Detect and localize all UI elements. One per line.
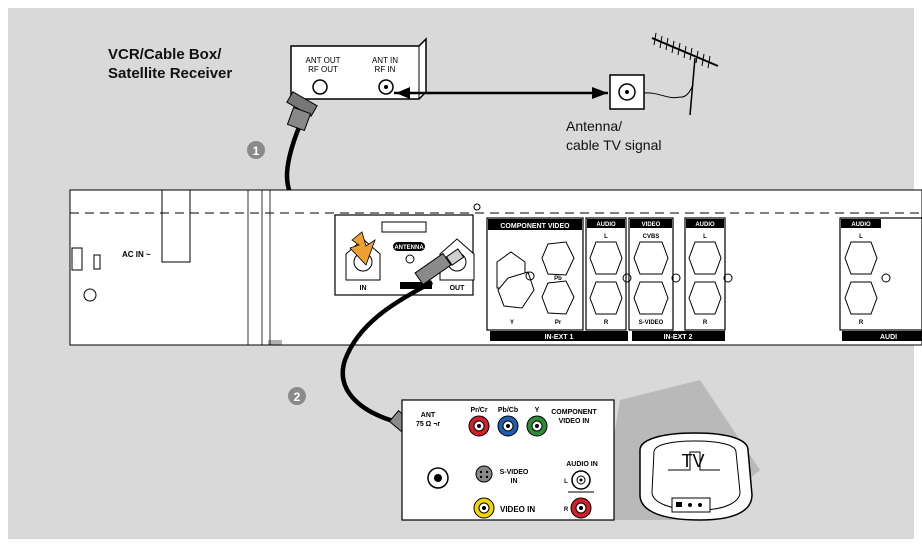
svg-text:Pr/Cr: Pr/Cr bbox=[470, 407, 487, 414]
antenna-signal-line bbox=[394, 87, 608, 99]
svg-text:VIDEO: VIDEO bbox=[642, 222, 661, 228]
antenna-out-label: OUT bbox=[450, 285, 466, 292]
comp-pb-label: Pb bbox=[554, 276, 562, 282]
ant-in-label: ANT IN bbox=[372, 56, 398, 65]
svg-text:Pb/Cb: Pb/Cb bbox=[498, 407, 518, 414]
svg-text:L: L bbox=[604, 234, 608, 240]
source-device: ANT OUT RF OUT ANT IN RF IN bbox=[290, 37, 427, 100]
source-device-title: VCR/Cable Box/ Satellite Receiver bbox=[108, 46, 233, 82]
roof-antenna-icon bbox=[651, 32, 719, 116]
svg-text:S-VIDEO: S-VIDEO bbox=[500, 469, 529, 476]
antenna-label: Antenna/ cable TV signal bbox=[566, 118, 662, 153]
antenna-in-label: IN bbox=[360, 285, 367, 292]
svg-text:CVBS: CVBS bbox=[643, 234, 660, 240]
svg-text:L: L bbox=[859, 234, 863, 240]
tv-icon: TV bbox=[639, 432, 753, 521]
svg-text:2: 2 bbox=[294, 390, 301, 404]
tv-ant-label: ANT bbox=[421, 412, 436, 419]
recorder-back-panel: AC IN ~ ANTENNA IN OUT COMPONENT VIDEO P… bbox=[69, 189, 922, 346]
tv-svideo-jack bbox=[475, 465, 493, 483]
comp-pr-label: Pr bbox=[555, 320, 562, 326]
svg-text:S-VIDEO: S-VIDEO bbox=[639, 320, 664, 326]
in-ext1-label: IN-EXT 1 bbox=[545, 334, 574, 341]
ant-out-label: ANT OUT bbox=[306, 56, 341, 65]
tv-label: TV bbox=[681, 451, 704, 471]
in-ext2-label: IN-EXT 2 bbox=[664, 334, 693, 341]
svg-text:R: R bbox=[564, 507, 569, 513]
svg-text:COMPONENT: COMPONENT bbox=[551, 409, 597, 416]
svg-text:1: 1 bbox=[253, 144, 260, 158]
svg-text:AUDIO: AUDIO bbox=[596, 222, 616, 228]
svg-text:R: R bbox=[604, 320, 609, 326]
svg-text:AUDIO IN: AUDIO IN bbox=[566, 461, 598, 468]
rf-out-label: RF OUT bbox=[308, 65, 338, 74]
antenna-socket bbox=[609, 74, 681, 110]
tv-ant-ohm-label: 75 Ω ¬r bbox=[416, 421, 440, 428]
component-video-title: COMPONENT VIDEO bbox=[500, 223, 570, 230]
antenna-badge: ANTENNA bbox=[394, 245, 424, 251]
rf-out-port bbox=[312, 79, 328, 95]
svg-text:AUDI: AUDI bbox=[880, 334, 897, 341]
insert-arrow-icon bbox=[349, 231, 376, 266]
svg-text:L: L bbox=[703, 234, 707, 240]
step-1-marker: 1 bbox=[247, 141, 265, 159]
svg-text:Y: Y bbox=[535, 407, 540, 414]
svg-text:AUDIO: AUDIO bbox=[695, 222, 715, 228]
svg-text:AUDIO: AUDIO bbox=[851, 222, 871, 228]
svg-text:R: R bbox=[703, 320, 708, 326]
rf-in-label: RF IN bbox=[375, 65, 396, 74]
svg-text:IN: IN bbox=[511, 478, 518, 485]
comp-y-label: Y bbox=[510, 320, 514, 326]
svg-text:R: R bbox=[859, 320, 864, 326]
svg-text:VIDEO IN: VIDEO IN bbox=[500, 505, 535, 514]
svg-text:VIDEO IN: VIDEO IN bbox=[559, 418, 590, 425]
ac-in-label: AC IN ~ bbox=[122, 250, 151, 259]
svg-text:L: L bbox=[564, 479, 568, 485]
step-2-marker: 2 bbox=[288, 387, 306, 405]
